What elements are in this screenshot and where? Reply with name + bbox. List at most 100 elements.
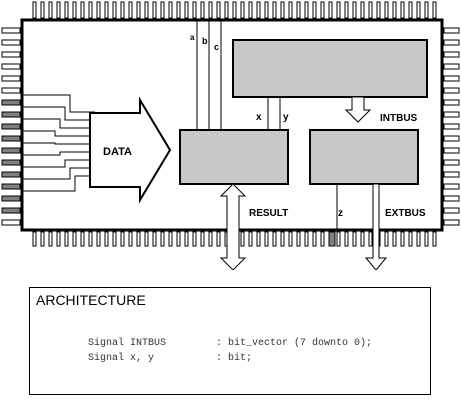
chip-pin (56, 231, 61, 247)
chip-pin (320, 231, 325, 247)
signal-c-label: c (214, 42, 219, 52)
architecture-title: ARCHITECTURE (36, 292, 146, 308)
chip-pin (443, 63, 460, 70)
chip-pin (272, 1, 277, 19)
chip-pin (384, 1, 389, 19)
extbus-arrow (364, 183, 388, 270)
chip-pin (72, 1, 77, 19)
chip-pin (168, 231, 173, 247)
chip-pin (432, 231, 437, 247)
chip-pin (344, 1, 349, 19)
chip-pin-z (328, 231, 336, 247)
chip-pin (1, 111, 21, 118)
chip-pin (32, 1, 37, 19)
data-arrow (89, 96, 172, 204)
chip-pin (1, 39, 21, 46)
chip-pin (312, 1, 317, 19)
chip-pin (443, 171, 460, 178)
result-label: RESULT (249, 208, 288, 219)
chip-pin (200, 231, 205, 247)
chip-pin (96, 231, 101, 247)
chip-pin (443, 111, 460, 118)
chip-pin (400, 1, 405, 19)
chip-pin (112, 1, 117, 19)
chip-pin (120, 1, 125, 19)
chip-pin (200, 1, 205, 19)
chip-pin (64, 1, 69, 19)
chip-pin (1, 207, 21, 214)
chip-pin (1, 219, 21, 226)
chip-pin (400, 231, 405, 247)
chip-pin (1, 195, 21, 202)
chip-pin (48, 231, 53, 247)
chip-pin (296, 1, 301, 19)
chip-pin (443, 135, 460, 142)
chip-pin (1, 183, 21, 190)
chip-pin (104, 231, 109, 247)
chip-pin (152, 231, 157, 247)
chip-pin (128, 231, 133, 247)
chip-pin (192, 231, 197, 247)
chip-pin (288, 231, 293, 247)
chip-pin (392, 231, 397, 247)
chip-pin (72, 231, 77, 247)
signal-lines (196, 20, 338, 230)
data-label: DATA (103, 146, 132, 158)
chip-pin (176, 231, 181, 247)
chip-pin (1, 99, 21, 106)
signal-z-label: z (338, 208, 343, 219)
data-input-lines (22, 94, 95, 192)
chip-pin (88, 231, 93, 247)
chip-pin (312, 231, 317, 247)
chip-pin (392, 1, 397, 19)
code-line-intbus-decl: Signal INTBUS (88, 338, 167, 349)
top-pins (32, 1, 437, 19)
chip-pin (112, 231, 117, 247)
chip-pin (248, 1, 253, 19)
chip-pin (256, 1, 261, 19)
chip-pin (443, 159, 460, 166)
chip-pin (376, 1, 381, 19)
chip-pin (96, 1, 101, 19)
intbus-register-block (232, 39, 428, 98)
chip-pin (1, 63, 21, 70)
chip-pin (416, 231, 421, 247)
chip-pin (432, 1, 437, 19)
chip-pin (360, 231, 365, 247)
code-line-xy-type: : bit; (216, 353, 253, 364)
left-pins (1, 27, 21, 226)
signal-b-label: b (202, 36, 208, 46)
chip-pin (272, 231, 277, 247)
chip-pin (80, 1, 85, 19)
chip-pin (368, 1, 373, 19)
chip-pin (443, 219, 460, 226)
chip-pin (384, 231, 389, 247)
chip-pin (443, 75, 460, 82)
chip-pin (88, 1, 93, 19)
chip-pin (40, 231, 45, 247)
chip-pin (328, 1, 333, 19)
right-pins (443, 27, 460, 226)
chip-pin (336, 231, 341, 247)
chip-pin (296, 231, 301, 247)
signal-a-label: a (190, 33, 195, 42)
chip-pin (280, 231, 285, 247)
chip-pin (288, 1, 293, 19)
chip-pin (368, 231, 373, 247)
chip-pin (443, 39, 460, 46)
chip-pin (208, 1, 213, 19)
chip-pin (408, 231, 413, 247)
chip-pin (240, 1, 245, 19)
signal-y-label: y (283, 112, 289, 123)
chip-pin (152, 1, 157, 19)
chip-pin (416, 1, 421, 19)
chip-pin (264, 231, 269, 247)
chip-pin (1, 51, 21, 58)
chip-pin (40, 1, 45, 19)
chip-pin (344, 231, 349, 247)
signal-x-label: x (256, 112, 262, 123)
chip-pin (104, 1, 109, 19)
chip-pin (443, 51, 460, 58)
chip-pin (1, 87, 21, 94)
chip-pin (136, 1, 141, 19)
